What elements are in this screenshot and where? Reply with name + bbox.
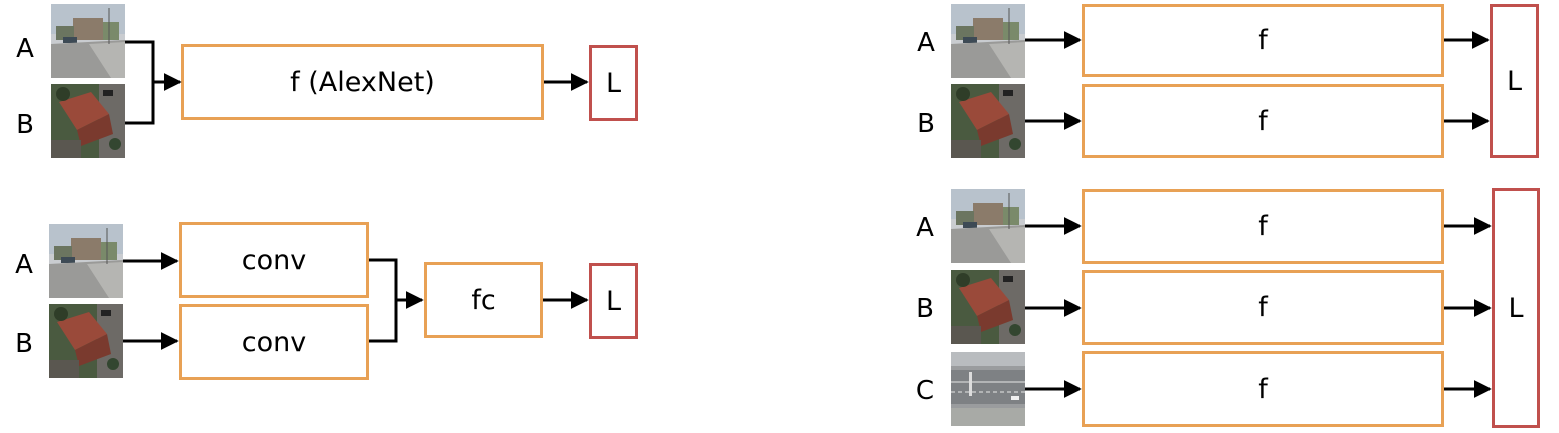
input-label-b: B [15,329,33,359]
input-label-a: A [917,28,935,58]
branch-label: f [1258,373,1268,405]
branch-box-f: f [1082,4,1444,77]
branch-label: f [1258,292,1268,323]
branch-label: f [1258,25,1268,56]
merge-connector [369,258,398,343]
loss-box: L [589,263,638,339]
loss-label: L [1506,65,1523,97]
input-label-b: B [917,109,935,139]
fc-label: fc [471,284,496,316]
conv-label: conv [241,244,307,276]
conv-label: conv [241,326,307,358]
branch-box-f: f [1082,270,1444,345]
input-label-b: B [916,294,934,324]
loss-box: L [1492,188,1540,428]
input-label-a: A [916,213,934,243]
input-label-a: A [15,250,33,280]
branch-label: f [1258,211,1268,242]
input-label-c: C [915,376,935,406]
branch-box-f: f [1082,351,1444,427]
loss-label: L [605,67,622,99]
branch-label: f [1258,105,1268,137]
fc-box: fc [424,262,543,338]
merge-connector [125,40,155,125]
network-label: f (AlexNet) [290,66,435,98]
network-box-alexnet: f (AlexNet) [181,44,544,120]
loss-box: L [1490,4,1539,158]
loss-label: L [605,285,622,317]
branch-box-f: f [1082,84,1444,158]
input-label-b: B [16,110,34,140]
input-label-a: A [16,34,34,64]
conv-box: conv [179,222,369,298]
branch-box-f: f [1082,189,1444,264]
loss-label: L [1508,292,1524,324]
loss-box: L [589,45,638,121]
conv-box: conv [179,304,369,380]
